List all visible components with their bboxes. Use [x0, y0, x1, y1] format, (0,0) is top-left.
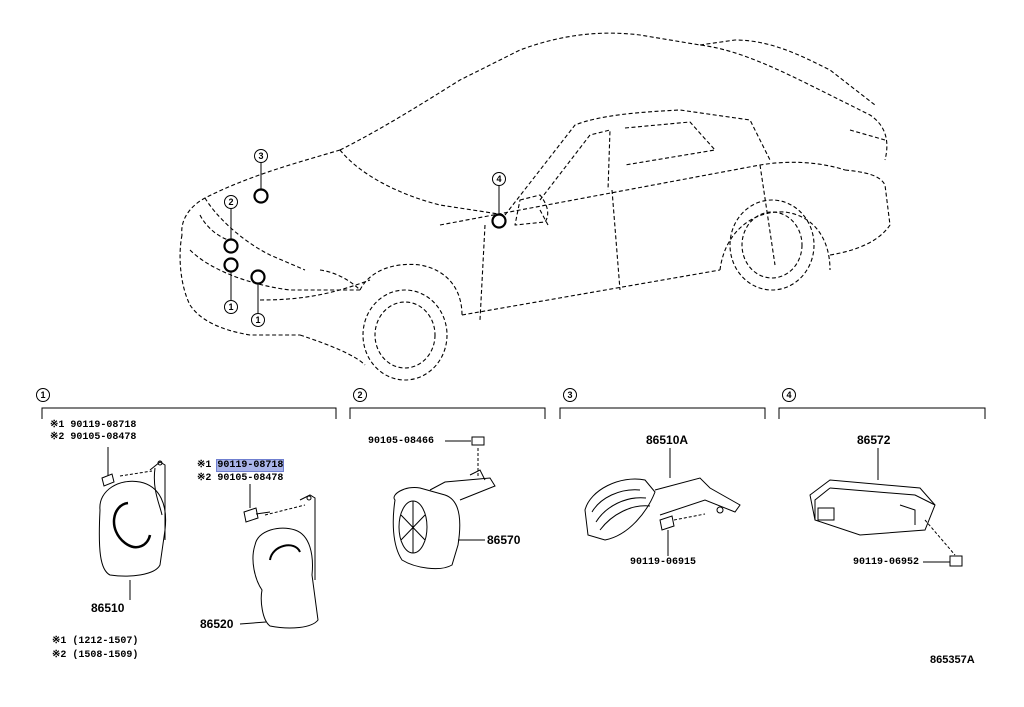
callout-1a-badge: 1: [224, 300, 238, 314]
highlighted-part-number[interactable]: 90119-08718: [216, 459, 285, 472]
locator-rings: [223, 188, 507, 285]
callout-1b-badge: 1: [251, 313, 265, 327]
horn-86510-drawing: [98, 447, 167, 600]
section-brackets: [41, 407, 986, 419]
bolt-90119-06915-label[interactable]: 90119-06915: [630, 557, 697, 568]
part-86520-label[interactable]: 86520: [200, 617, 234, 631]
part-86572-label[interactable]: 86572: [857, 433, 891, 447]
section-3-marker: 3: [563, 388, 577, 402]
variant-2-bolt-label-left[interactable]: ※2 90105-08478: [50, 432, 137, 443]
section-2-marker: 2: [353, 388, 367, 402]
section-1-marker: 1: [36, 388, 50, 402]
callout-4-badge: 4: [492, 172, 506, 186]
note-variant-2: ※2 (1508-1509): [52, 650, 139, 661]
car-outline: [179, 32, 891, 381]
note-variant-1: ※1 (1212-1507): [52, 636, 139, 647]
part-86510-label[interactable]: 86510: [91, 601, 125, 615]
variant-2-bolt-label-right[interactable]: ※2 90105-08478: [197, 473, 284, 484]
callout-2-badge: 2: [224, 195, 238, 209]
bolt-90119-06952-label[interactable]: 90119-06952: [853, 557, 920, 568]
bolt-90105-08466-label[interactable]: 90105-08466: [368, 436, 435, 447]
part-86572-drawing: [809, 448, 963, 567]
variant-1-mark: ※1: [197, 460, 212, 471]
variant-1-bolt-label-left[interactable]: ※1 90119-08718: [50, 420, 137, 431]
locator-leaders: [230, 163, 500, 313]
figure-id: 865357A: [930, 654, 975, 666]
part-86570-label[interactable]: 86570: [487, 533, 521, 547]
part-86510a-label[interactable]: 86510A: [646, 433, 689, 447]
part-86570-drawing: [392, 436, 496, 570]
variant-1-bolt-label-right: ※1 90119-08718: [197, 459, 285, 472]
horn-86520-drawing: [239, 484, 319, 629]
part-86510a-drawing: [584, 448, 741, 556]
callout-3-badge: 3: [254, 149, 268, 163]
section-4-marker: 4: [782, 388, 796, 402]
